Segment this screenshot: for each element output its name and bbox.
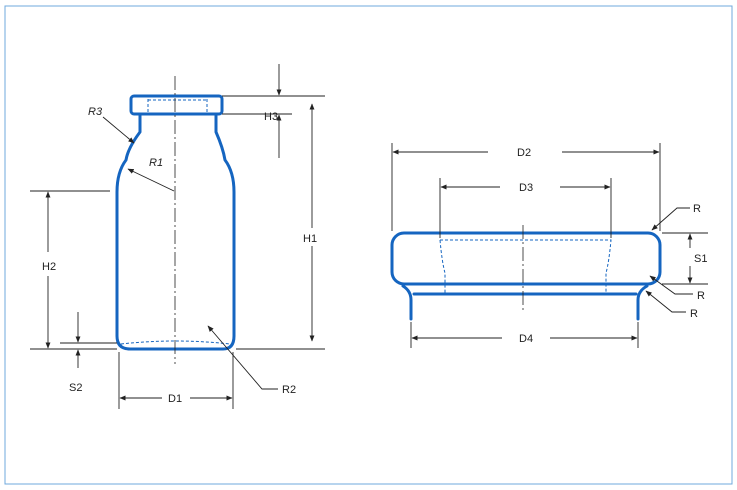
r-top-leader — [651, 207, 690, 231]
bottle-outline — [115, 112, 236, 351]
r-mid-leader — [649, 275, 693, 295]
r2-leader — [207, 325, 278, 390]
r-bottom-label: R — [690, 308, 698, 320]
stopper-skirt-left — [401, 284, 413, 321]
cavity-hidden-right — [440, 239, 612, 294]
r-top-label: R — [693, 203, 701, 215]
drawing-frame — [4, 5, 733, 485]
bottom-hidden-line — [120, 340, 231, 345]
bottle-crown — [129, 94, 224, 116]
d3-label: D3 — [519, 182, 533, 194]
r1-label: R1 — [149, 157, 163, 169]
d1-label: D1 — [168, 393, 182, 405]
r2-label: R2 — [282, 384, 296, 396]
r1-leader — [127, 168, 175, 192]
h1-label: H1 — [303, 233, 317, 245]
cavity-hidden-left — [439, 239, 446, 294]
stopper-drawing: D2 D3 D4 S1 R R R — [390, 143, 708, 348]
s2-label: S2 — [69, 382, 82, 394]
h2-label: H2 — [42, 261, 56, 273]
bottle-drawing: H3 H1 H2 S2 D1 R3 R1 R2 — [30, 64, 325, 409]
stopper-skirt-right — [636, 284, 649, 321]
r-mid-label: R — [697, 290, 705, 302]
d4-label: D4 — [519, 333, 533, 345]
stopper-body — [390, 231, 662, 286]
r3-label: R3 — [88, 106, 103, 118]
h3-label: H3 — [264, 111, 278, 123]
d2-label: D2 — [517, 147, 531, 159]
s1-label: S1 — [694, 253, 707, 265]
r-bottom-leader — [645, 290, 686, 313]
r3-leader — [102, 116, 135, 144]
